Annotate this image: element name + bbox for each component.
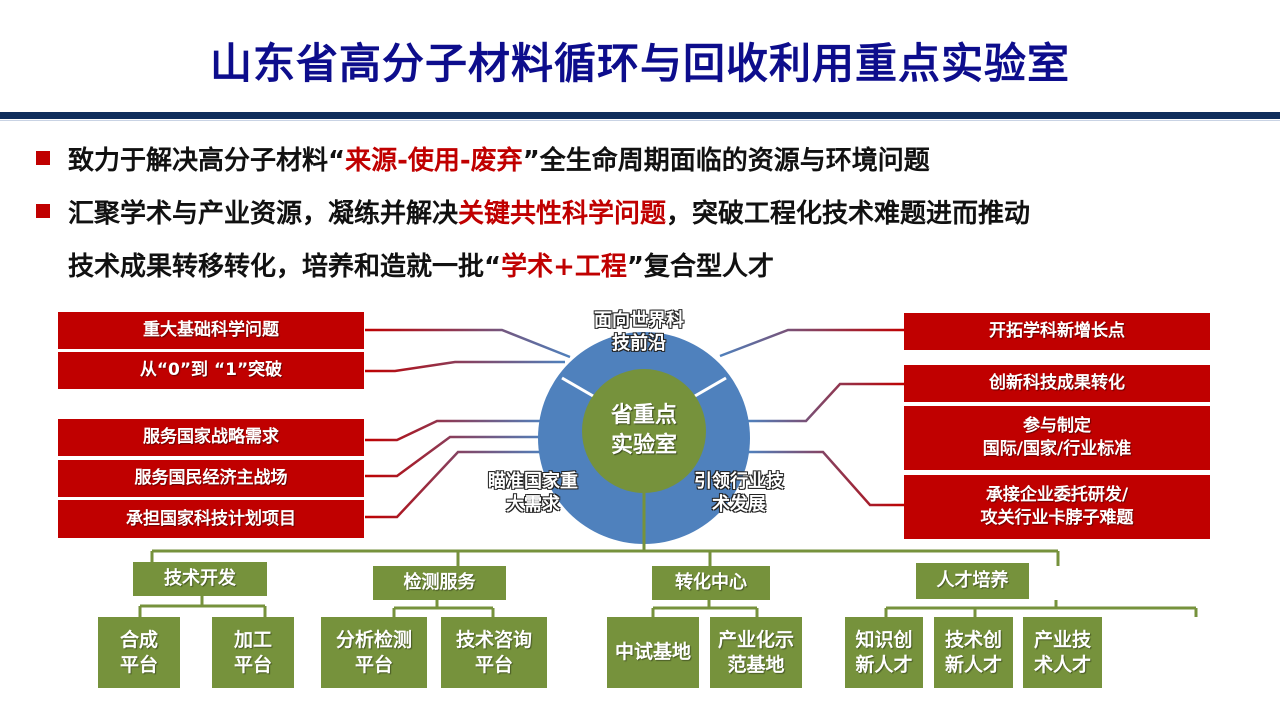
branch-3-child-1: 中试基地 <box>607 617 699 688</box>
right-box-3: 参与制定 国际/国家/行业标准 <box>904 406 1210 470</box>
child-line1: 合成 <box>119 628 158 651</box>
right-box-1-text: 开拓学科新增长点 <box>989 321 1125 342</box>
child-line1: 知识创 <box>855 628 913 651</box>
core-label: 省重点 实验室 <box>604 401 684 460</box>
right-connectors <box>719 328 905 507</box>
child-line2: 平台 <box>119 653 158 676</box>
ring-segment-right: 引领行业技 术发展 <box>694 470 784 517</box>
right-box-4-line2: 攻关行业卡脖子难题 <box>980 508 1134 528</box>
child-line2: 平台 <box>474 653 513 676</box>
branch-head-1: 技术开发 <box>133 562 267 596</box>
core-label-line1: 省重点 <box>610 403 677 428</box>
connector-left-2 <box>365 360 565 373</box>
bullet-2-line2-highlight: 学术+工程 <box>501 252 627 282</box>
bullet-square-icon <box>36 204 50 218</box>
core-label-line2: 实验室 <box>610 432 677 458</box>
header-divider-thin <box>0 120 1280 121</box>
left-box-4: 服务国民经济主战场 <box>58 460 364 497</box>
right-box-3-line1: 参与制定 <box>1023 416 1091 437</box>
child-line1: 产业化示 <box>717 628 794 651</box>
branch-1-child-2: 加工 平台 <box>212 617 294 688</box>
branch-1-child-1: 合成 平台 <box>98 617 180 688</box>
tree-connectors <box>138 493 1198 617</box>
bullet-2: 汇聚学术与产业资源，凝练并解决关键共性科学问题，突破工程化技术难题进而推动 <box>36 193 1030 230</box>
right-box-4: 承接企业委托研发/ 攻关行业卡脖子难题 <box>904 475 1210 539</box>
child-line2: 术人才 <box>1033 653 1091 676</box>
bullet-2-line2-pre: 技术成果转移转化，培养和造就一批“ <box>68 252 502 282</box>
right-box-2: 创新科技成果转化 <box>904 365 1210 402</box>
connector-left-5 <box>365 450 545 519</box>
ring-segment-right-line2: 术发展 <box>712 494 766 516</box>
ring-segment-right-line1: 引领行业技 <box>694 471 784 492</box>
left-box-5: 承担国家科技计划项目 <box>58 500 364 538</box>
bullet-1-highlight: 来源-使用-废弃 <box>345 146 523 176</box>
ring-segment-top: 面向世界科 技前沿 <box>594 309 684 356</box>
ring-segment-left-line1: 瞄准国家重 <box>488 471 578 492</box>
child-line2: 平台 <box>354 653 393 676</box>
branch-head-4: 人才培养 <box>916 563 1029 599</box>
right-box-2-text: 创新科技成果转化 <box>989 373 1125 394</box>
bullet-2-post: ，突破工程化技术难题进而推动 <box>666 199 1031 229</box>
connector-left-3 <box>365 419 545 442</box>
left-box-2: 从“0”到 “1”突破 <box>58 352 364 389</box>
child-line2: 新人才 <box>855 653 913 676</box>
child-line1: 分析检测 <box>335 628 412 651</box>
branch-4-child-1: 知识创 新人才 <box>845 617 923 688</box>
child-line1: 技术咨询 <box>455 628 532 651</box>
branch-2-child-1: 分析检测 平台 <box>321 617 427 688</box>
ring-segment-top-line1: 面向世界科 <box>594 310 684 331</box>
child-line2: 平台 <box>233 653 272 676</box>
connector-left-4 <box>365 435 545 478</box>
bullet-square-icon <box>36 151 50 165</box>
branch-4-child-2: 技术创 新人才 <box>934 617 1013 688</box>
connector-right-2 <box>748 382 905 423</box>
left-connectors <box>365 328 571 519</box>
page-title: 山东省高分子材料循环与回收利用重点实验室 <box>209 39 1070 88</box>
connector-right-1 <box>719 328 905 358</box>
branch-2-child-2: 技术咨询 平台 <box>441 617 547 688</box>
branch-head-2: 检测服务 <box>373 566 506 600</box>
left-box-1: 重大基础科学问题 <box>58 312 364 349</box>
child-line2: 范基地 <box>727 653 785 676</box>
child-line2: 新人才 <box>944 653 1002 676</box>
child-line1: 技术创 <box>944 628 1002 651</box>
branch-3-child-2: 产业化示 范基地 <box>710 617 802 688</box>
bullet-2-pre: 汇聚学术与产业资源，凝练并解决 <box>68 199 459 229</box>
bullet-1: 致力于解决高分子材料“来源-使用-废弃”全生命周期面临的资源与环境问题 <box>36 140 930 177</box>
bullet-2-highlight: 关键共性科学问题 <box>458 199 667 229</box>
bullet-1-pre: 致力于解决高分子材料“ <box>68 146 346 176</box>
bullet-1-post: ”全生命周期面临的资源与环境问题 <box>522 146 930 176</box>
ring-segment-top-line2: 技前沿 <box>612 333 666 355</box>
bullet-2-line2-post: ”复合型人才 <box>626 252 774 282</box>
bullet-2-continuation: 技术成果转移转化，培养和造就一批“学术+工程”复合型人才 <box>36 246 774 283</box>
ring-segment-left-line2: 大需求 <box>506 494 560 516</box>
child-line1: 加工 <box>233 628 272 651</box>
left-box-3: 服务国家战略需求 <box>58 419 364 456</box>
right-box-4-line1: 承接企业委托研发/ <box>985 485 1129 506</box>
right-box-3-line2: 国际/国家/行业标准 <box>982 439 1132 459</box>
right-box-1: 开拓学科新增长点 <box>904 313 1210 350</box>
connector-right-4 <box>748 450 905 507</box>
branch-head-3: 转化中心 <box>652 566 770 600</box>
child-line1: 中试基地 <box>614 641 691 664</box>
branch-4-child-3: 产业技 术人才 <box>1023 617 1102 688</box>
connector-left-1 <box>365 328 571 359</box>
core-circle <box>582 369 706 493</box>
header-divider <box>0 112 1280 119</box>
child-line1: 产业技 <box>1033 628 1091 651</box>
ring-segment-left: 瞄准国家重 大需求 <box>488 470 578 517</box>
